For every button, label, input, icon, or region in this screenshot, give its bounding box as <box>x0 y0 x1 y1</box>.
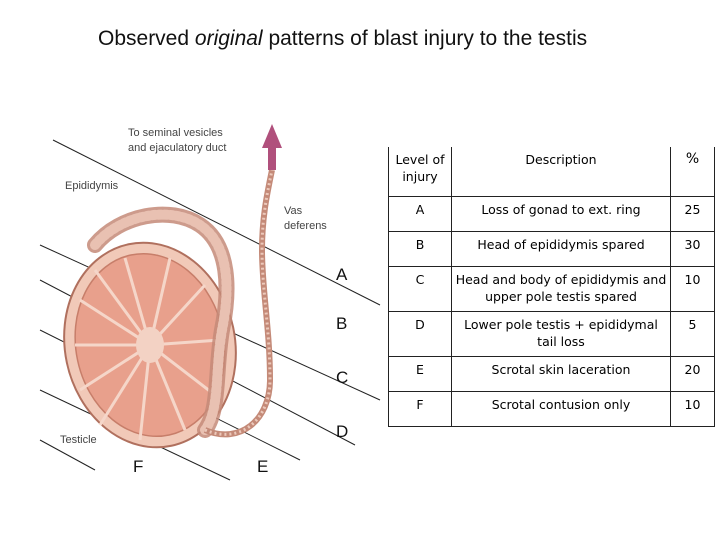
cut-letter-f: F <box>133 457 143 476</box>
row-level: A <box>388 196 452 232</box>
cut-line-6 <box>39 439 96 471</box>
row-description: Scrotal contusion only <box>451 391 671 427</box>
cut-letter-e: E <box>257 457 268 476</box>
vas-label-2: deferens <box>284 220 327 232</box>
title-text-1: Observed <box>98 27 195 50</box>
title-italic-word: original <box>194 27 263 50</box>
table-row: D Lower pole testis + epididymal tail lo… <box>388 311 715 357</box>
row-percent: 10 <box>670 391 715 427</box>
row-description: Scrotal skin laceration <box>451 356 671 392</box>
row-percent: 5 <box>670 311 715 357</box>
cut-line-1 <box>52 139 381 306</box>
arrow-head-icon <box>262 124 282 148</box>
slide-title: Observed original patterns of blast inju… <box>98 24 618 54</box>
row-level: D <box>388 311 452 357</box>
table-row: B Head of epididymis spared 30 <box>388 231 715 267</box>
table-row: F Scrotal contusion only 10 <box>388 391 715 427</box>
seminal-label-1: To seminal vesicles <box>128 127 223 139</box>
table-row: A Loss of gonad to ext. ring 25 <box>388 196 715 232</box>
table-header-row: Level of injury Description % <box>388 147 715 197</box>
header-description: Description <box>451 147 671 197</box>
vas-label-1: Vas <box>284 205 303 217</box>
table-row: E Scrotal skin laceration 20 <box>388 356 715 392</box>
row-description: Lower pole testis + epididymal tail loss <box>451 311 671 357</box>
header-percent: % <box>670 147 715 197</box>
epididymis-label: Epididymis <box>65 180 119 192</box>
testicle-label: Testicle <box>60 434 97 446</box>
row-description: Head of epididymis spared <box>451 231 671 267</box>
cut-letter-c: C <box>336 368 348 387</box>
injury-table: Level of injury Description % A Loss of … <box>388 147 715 427</box>
table-row: C Head and body of epididymis and upper … <box>388 266 715 312</box>
row-level: B <box>388 231 452 267</box>
cut-letter-a: A <box>336 265 348 284</box>
title-text-2: patterns of blast injury to the testis <box>262 27 588 50</box>
row-level: C <box>388 266 452 312</box>
cut-letter-b: B <box>336 314 347 333</box>
row-level: E <box>388 356 452 392</box>
row-percent: 20 <box>670 356 715 392</box>
row-percent: 25 <box>670 196 715 232</box>
row-percent: 30 <box>670 231 715 267</box>
row-level: F <box>388 391 452 427</box>
cut-letter-d: D <box>336 422 348 441</box>
testis-illustration <box>63 124 282 449</box>
seminal-label-2: and ejaculatory duct <box>128 142 226 154</box>
row-percent: 10 <box>670 266 715 312</box>
row-description: Loss of gonad to ext. ring <box>451 196 671 232</box>
header-level: Level of injury <box>388 147 452 197</box>
row-description: Head and body of epididymis and upper po… <box>451 266 671 312</box>
